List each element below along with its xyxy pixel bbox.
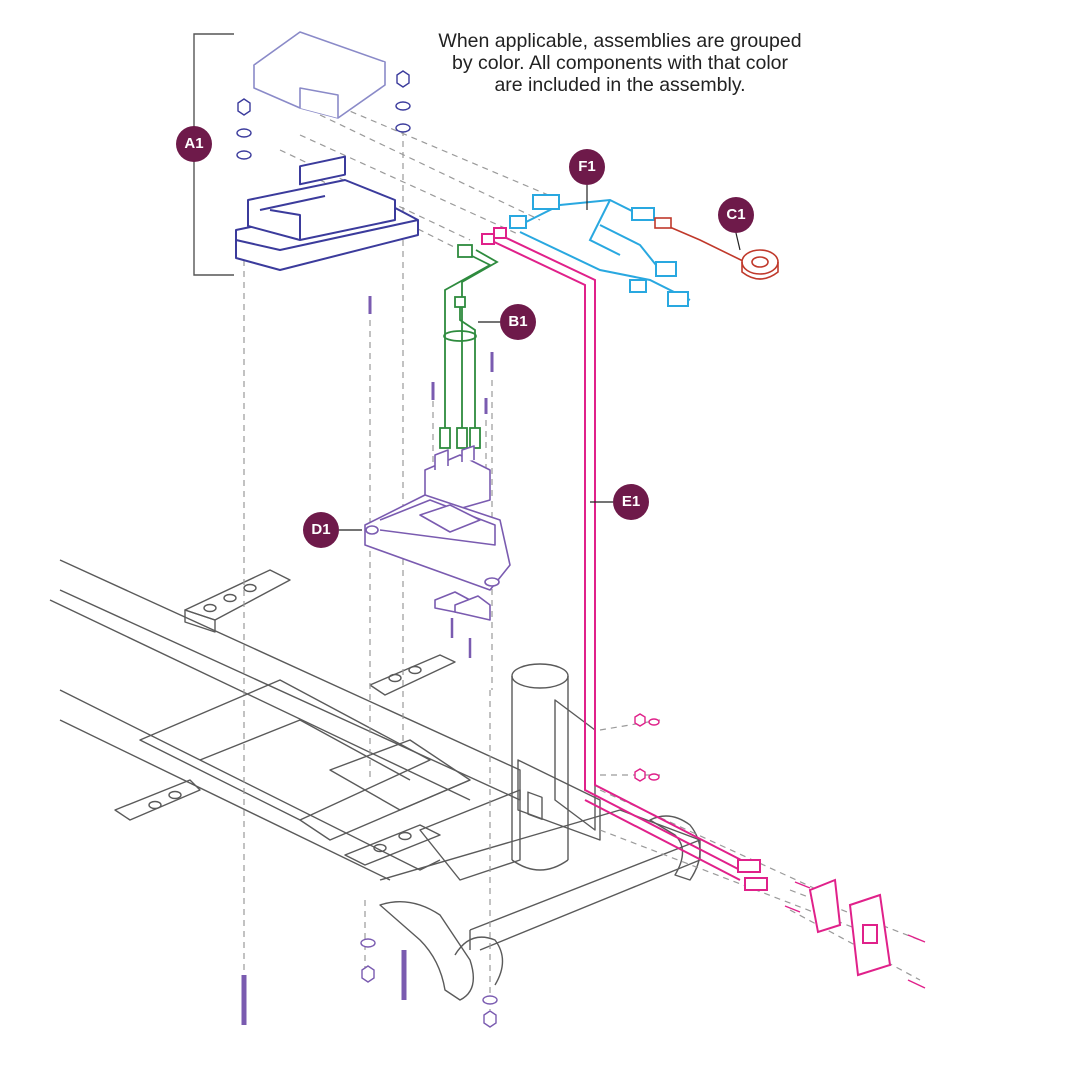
screw-icon	[784, 905, 801, 913]
hex-nut-icon	[361, 965, 375, 983]
e1-hardware	[634, 713, 926, 989]
callout-leaders	[339, 185, 741, 531]
controller-cover	[253, 31, 386, 119]
hex-nut-icon	[634, 713, 646, 727]
callout-d1-plate[interactable]: D1	[303, 512, 339, 548]
note-line-2: by color. All components with that color	[451, 52, 788, 74]
washer-icon	[236, 128, 252, 138]
callout-f1-harness[interactable]: F1	[569, 149, 605, 185]
note-line-1: When applicable, assemblies are grouped	[438, 30, 802, 52]
screw-icon	[907, 934, 926, 943]
screw-icon	[794, 881, 811, 889]
note-line-3: are included in the assembly.	[494, 74, 746, 96]
washer-icon	[482, 995, 498, 1005]
callout-e1-harness[interactable]: E1	[613, 484, 649, 520]
controller-body	[235, 155, 419, 271]
chassis-frame	[49, 559, 701, 1001]
washer-icon	[648, 718, 660, 726]
e1-harness	[481, 227, 892, 977]
washer-icon	[236, 150, 252, 160]
b1-wire-harness	[439, 244, 499, 449]
callout-c1-brake[interactable]: C1	[718, 197, 754, 233]
hex-nut-icon	[396, 70, 410, 88]
frame-hardware	[241, 296, 498, 1028]
washer-icon	[360, 938, 376, 948]
controller-hardware	[236, 70, 411, 160]
hex-nut-icon	[237, 98, 251, 116]
washer-icon	[395, 123, 411, 133]
washer-icon	[648, 773, 660, 781]
c1-brake-assembly	[654, 217, 779, 280]
hex-nut-icon	[634, 768, 646, 782]
screw-icon	[907, 979, 926, 989]
washer-icon	[395, 101, 411, 111]
assembly-color-note: When applicable, assemblies are grouped …	[400, 30, 840, 96]
callout-a1-controller[interactable]: A1	[176, 126, 212, 162]
callout-b1-wires[interactable]: B1	[500, 304, 536, 340]
hex-nut-icon	[483, 1010, 497, 1028]
f1-harness	[509, 194, 691, 307]
d1-plate-assembly	[364, 445, 511, 621]
